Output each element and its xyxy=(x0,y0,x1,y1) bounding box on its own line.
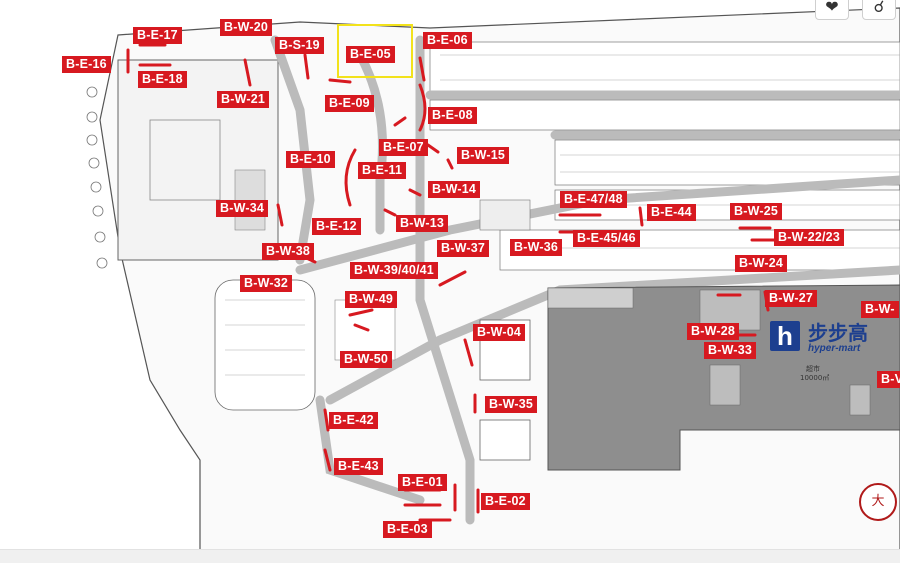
label-b-e-11[interactable]: B-E-11 xyxy=(358,162,407,179)
label-b-w-15[interactable]: B-W-15 xyxy=(457,147,510,164)
label-b-w-27[interactable]: B-W-27 xyxy=(765,290,818,307)
label-b-e-03[interactable]: B-E-03 xyxy=(383,521,432,538)
label-b-e-10[interactable]: B-E-10 xyxy=(286,151,335,168)
label-b-w-33[interactable]: B-W-33 xyxy=(704,342,757,359)
favorite-button[interactable]: ❤ xyxy=(815,0,849,20)
label-b-w-39-40-41[interactable]: B-W-39/40/41 xyxy=(350,262,438,279)
brand-mark: h xyxy=(770,321,800,351)
label-b-e-42[interactable]: B-E-42 xyxy=(329,412,378,429)
label-b-w-partial[interactable]: B-W- xyxy=(861,301,899,318)
label-b-w-28[interactable]: B-W-28 xyxy=(687,323,740,340)
roads xyxy=(270,35,900,525)
cart-button[interactable]: ☌ xyxy=(862,0,896,20)
label-b-e-44[interactable]: B-E-44 xyxy=(647,204,696,221)
cart-icon: ☌ xyxy=(873,0,885,16)
hypermart-logo: h 步步高 hyper-mart xyxy=(770,317,900,361)
label-b-e-17[interactable]: B-E-17 xyxy=(133,27,182,44)
label-b-e-01[interactable]: B-E-01 xyxy=(398,474,447,491)
label-b-w-04[interactable]: B-W-04 xyxy=(473,324,526,341)
entrance-markers xyxy=(126,43,782,522)
label-b-w-50[interactable]: B-W-50 xyxy=(340,351,393,368)
label-b-w-22-23[interactable]: B-W-22/23 xyxy=(774,229,844,246)
label-b-e-45-46[interactable]: B-E-45/46 xyxy=(573,230,640,247)
label-b-w-32[interactable]: B-W-32 xyxy=(240,275,293,292)
selected-highlight xyxy=(337,24,413,78)
left-parking xyxy=(214,279,316,411)
heart-icon: ❤ xyxy=(825,0,839,16)
label-b-e-12[interactable]: B-E-12 xyxy=(312,218,361,235)
label-b-w-13[interactable]: B-W-13 xyxy=(396,215,449,232)
axis-markers xyxy=(86,86,108,269)
label-b-e-05[interactable]: B-E-05 xyxy=(346,46,395,63)
bottom-bar xyxy=(0,549,900,563)
label-b-e-09[interactable]: B-E-09 xyxy=(325,95,374,112)
label-b-e-16[interactable]: B-E-16 xyxy=(62,56,111,73)
zone-supermarket: 超市 xyxy=(806,365,820,373)
label-b-e-06[interactable]: B-E-06 xyxy=(423,32,472,49)
label-b-w-34[interactable]: B-W-34 xyxy=(216,200,269,217)
label-b-s-19[interactable]: B-S-19 xyxy=(275,37,324,54)
label-b-w-24[interactable]: B-W-24 xyxy=(735,255,788,272)
label-b-w-14[interactable]: B-W-14 xyxy=(428,181,481,198)
label-b-w-20[interactable]: B-W-20 xyxy=(220,19,273,36)
label-b-w-36[interactable]: B-W-36 xyxy=(510,239,563,256)
label-b-w-49[interactable]: B-W-49 xyxy=(345,291,398,308)
label-b-e-18[interactable]: B-E-18 xyxy=(138,71,187,88)
brand-seal: 大 xyxy=(859,483,897,521)
label-b-e-07[interactable]: B-E-07 xyxy=(379,139,428,156)
label-b-e-08[interactable]: B-E-08 xyxy=(428,107,477,124)
label-b-w-35[interactable]: B-W-35 xyxy=(485,396,538,413)
label-b-w-38[interactable]: B-W-38 xyxy=(262,243,315,260)
label-b-e-47-48[interactable]: B-E-47/48 xyxy=(560,191,627,208)
label-b-v-partial[interactable]: B-V xyxy=(877,371,900,388)
label-b-e-02[interactable]: B-E-02 xyxy=(481,493,530,510)
zone-supermarket-area: 10000㎡ xyxy=(800,374,830,382)
label-b-e-43[interactable]: B-E-43 xyxy=(334,458,383,475)
label-b-w-21[interactable]: B-W-21 xyxy=(217,91,270,108)
label-b-w-25[interactable]: B-W-25 xyxy=(730,203,783,220)
brand-cn-name: 步步高 xyxy=(808,321,868,345)
label-b-w-37[interactable]: B-W-37 xyxy=(437,240,490,257)
brand-en-name: hyper-mart xyxy=(808,343,861,354)
